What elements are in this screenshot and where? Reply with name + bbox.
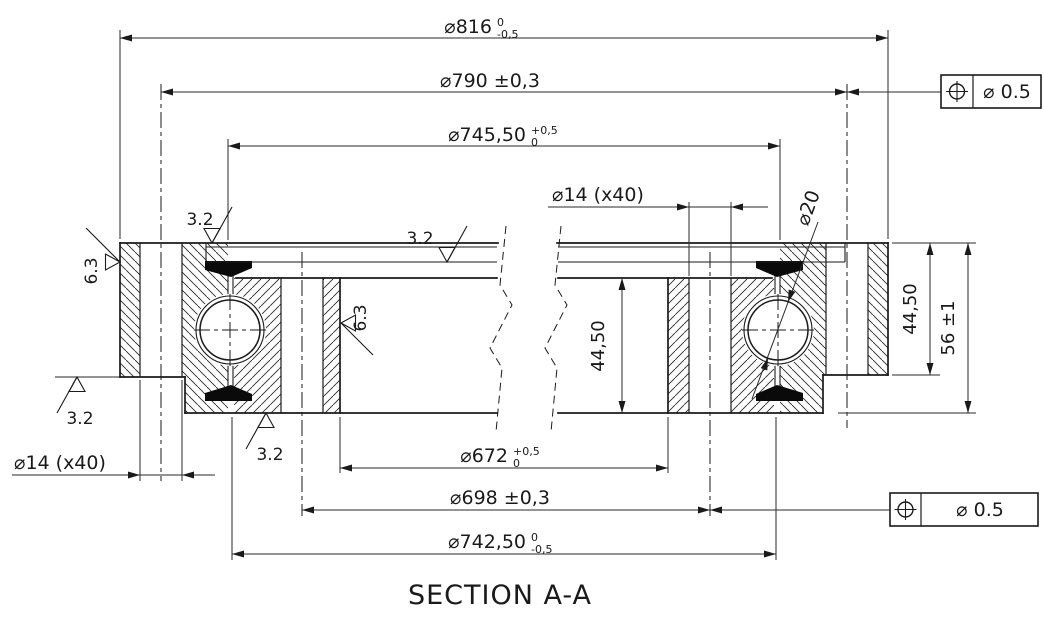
dim-flange-height-text: 44,50 (900, 283, 921, 335)
dim-bore-tol-upper: +0,5 (513, 445, 540, 458)
dim-hole-top-text: ⌀14 (x40) (552, 184, 644, 206)
dim-bolt-hole-bottom: ⌀14 (x40) (12, 452, 215, 479)
dim-hole-bottom-text: ⌀14 (x40) (14, 452, 106, 474)
break-lines (489, 225, 568, 433)
dim-bolt-circle-outer-text: ⌀790 ±0,3 (440, 70, 540, 92)
dim-inner-od-text: ⌀742,50 (448, 531, 526, 553)
gdt-frame-top: ⌀ 0.5 (940, 74, 1042, 109)
finish-top-left-value: 3.2 (186, 210, 213, 230)
dim-bore-text: ⌀672 (460, 445, 508, 467)
surface-finish-bottom-middle: 3.2 (245, 411, 284, 465)
finish-od-left-value: 6.3 (82, 257, 102, 284)
dim-bolt-hole-top: ⌀14 (x40) (548, 184, 768, 211)
surface-finish-top-left: 3.2 (186, 206, 233, 245)
dim-outer-bolt-circle: ⌀790 ±0,3 (161, 70, 941, 96)
surface-finish-bottom-left: 3.2 (56, 375, 94, 429)
dim-od-text: ⌀816 (444, 16, 492, 38)
surface-finish-od-left: 6.3 (82, 227, 122, 285)
bolt-hole-edges (139, 243, 869, 413)
dim-od-tol-lower: -0,5 (497, 28, 518, 41)
dim-race-bore-text: ⌀745,50 (448, 124, 526, 146)
dim-inner-bolt-circle: ⌀698 ±0,3 (302, 487, 890, 514)
position-tolerance-icon (894, 499, 917, 520)
gdt-frame-bottom: ⌀ 0.5 (889, 492, 1039, 527)
dim-inner-ring-height: 44,50 (588, 278, 626, 413)
finish-bore-middle-value: 6.3 (351, 304, 371, 331)
section-title: SECTION A-A (408, 580, 592, 611)
seal-right-top (756, 261, 803, 277)
dim-inner-bore: ⌀672 +0,5 0 (340, 445, 668, 472)
seal-left-bottom (205, 385, 252, 401)
dim-outer-diameter: ⌀816 0 -0,5 (120, 16, 888, 42)
ring-gap-walls (227, 266, 781, 394)
dim-total-height-text: 56 ±1 (938, 300, 959, 355)
left-raceway (194, 294, 266, 366)
bolt-hole-centerlines (160, 84, 848, 516)
seal-left-top (205, 261, 252, 277)
dim-ball-text: ⌀20 (792, 187, 825, 228)
seals (205, 261, 803, 401)
seal-right-bottom (756, 385, 803, 401)
dim-bore-tol-lower: 0 (513, 457, 520, 470)
gdt-bottom-value: ⌀ 0.5 (956, 499, 1004, 521)
dim-inner-od-tol-lower: -0,5 (531, 543, 552, 556)
dim-race-bore-tol-lower: 0 (531, 136, 538, 149)
gdt-top-value: ⌀ 0.5 (983, 81, 1031, 103)
extension-lines (55, 30, 976, 560)
dim-total-height: 56 ±1 (938, 243, 972, 413)
dim-bolt-circle-inner-text: ⌀698 ±0,3 (450, 487, 550, 509)
dim-inner-od-tol-upper: 0 (531, 531, 538, 544)
dim-inner-height-text: 44,50 (588, 320, 609, 372)
dim-outer-race-bore: ⌀745,50 +0,5 0 (228, 124, 780, 150)
dim-od-tol-upper: 0 (497, 16, 504, 29)
part-outline (119, 242, 889, 414)
finish-bottom-left-value: 3.2 (66, 409, 93, 429)
finish-bottom-middle-value: 3.2 (256, 445, 283, 465)
surface-finish-bore-middle: 6.3 (339, 304, 374, 356)
position-tolerance-icon (946, 81, 968, 102)
dim-inner-ring-od: ⌀742,50 0 -0,5 (232, 531, 776, 558)
dim-outer-flange-height: 44,50 (900, 243, 934, 375)
finish-top-middle-value: 3.2 (406, 229, 433, 249)
dim-race-bore-tol-upper: +0,5 (531, 124, 558, 137)
surface-finish-top-middle: 3.2 (406, 225, 468, 264)
